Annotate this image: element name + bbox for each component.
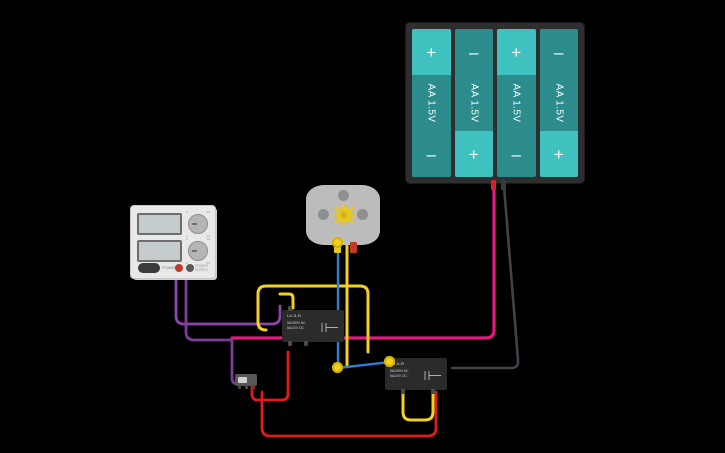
supply-jack-negative[interactable] bbox=[186, 264, 194, 272]
motor-terminal-b[interactable] bbox=[350, 242, 357, 253]
battery-cell-1-plus: + bbox=[412, 29, 451, 75]
battery-cell-2-plus: + bbox=[454, 131, 493, 177]
wire-relay-1-coil-yellow-riser[interactable] bbox=[278, 292, 295, 310]
current-display bbox=[137, 240, 182, 262]
wire-battery-positive-magenta[interactable] bbox=[230, 184, 496, 340]
current-scale-min: 0 bbox=[186, 261, 188, 265]
relay-2-spec: 5A/250V AC 5A/24V DC bbox=[390, 369, 408, 380]
wire-relay-coil-yellow[interactable] bbox=[256, 284, 370, 354]
supply-brand-line2: SUPPLY bbox=[195, 268, 209, 273]
slide-switch-lever[interactable] bbox=[238, 377, 247, 383]
relay-1-spec-line2: 5A/24V DC bbox=[287, 326, 304, 331]
battery-cell-2-minus: – bbox=[469, 42, 479, 62]
current-scale-hi: 30 bbox=[206, 261, 210, 265]
slide-switch-pin-1[interactable] bbox=[238, 385, 241, 389]
battery-cell-3-label: AA 1.5V bbox=[510, 83, 522, 123]
power-button-label: POWER bbox=[162, 265, 178, 270]
battery-cell-4[interactable]: + – AA 1.5V bbox=[539, 29, 578, 177]
dc-motor[interactable] bbox=[306, 185, 380, 253]
relay-2[interactable]: LU-5-R 5A/250V AC 5A/24V DC bbox=[385, 358, 447, 394]
battery-pack-inner: + – AA 1.5V + – AA 1.5V + – AA 1.5V + – bbox=[412, 29, 578, 177]
relay-1-part-label: LU-5-R bbox=[287, 313, 302, 318]
motor-screw-right-icon bbox=[357, 209, 368, 220]
motor-screw-left-icon bbox=[318, 209, 329, 220]
voltage-knob-scale-top: V 30 bbox=[186, 210, 210, 214]
voltage-knob-scale-bottom: 0 30 bbox=[186, 234, 210, 238]
wire-supply-negative-purple[interactable] bbox=[184, 270, 242, 386]
wire-battery-negative-gray[interactable] bbox=[450, 184, 520, 370]
relay-2-pin-2[interactable] bbox=[431, 389, 435, 394]
voltage-scale-hi: 30 bbox=[206, 234, 210, 238]
relay-1[interactable]: LU-5-R 5A/250V AC 5A/24V DC bbox=[282, 306, 344, 346]
wire-supply-positive-purple[interactable] bbox=[174, 270, 282, 326]
current-scale-label: A bbox=[186, 237, 189, 241]
node-motor-terminal[interactable] bbox=[332, 237, 343, 248]
relay-2-part-label: LU-5-R bbox=[390, 361, 405, 366]
relay-1-spec: 5A/250V AC 5A/24V DC bbox=[287, 321, 305, 332]
relay-1-pin-3[interactable] bbox=[288, 306, 292, 311]
relay-1-pin-1[interactable] bbox=[288, 341, 292, 346]
battery-terminal-positive[interactable] bbox=[491, 180, 496, 190]
motor-gear-icon bbox=[333, 204, 355, 226]
supply-brand-line1: POWER bbox=[195, 264, 208, 268]
battery-cell-4-label: AA 1.5V bbox=[553, 83, 565, 123]
voltage-knob[interactable] bbox=[188, 214, 208, 234]
relay-2-schematic-icon bbox=[424, 371, 441, 380]
slide-switch-pin-3[interactable] bbox=[252, 385, 255, 389]
battery-cell-1[interactable]: + – AA 1.5V bbox=[412, 29, 451, 177]
battery-cell-3-plus: + bbox=[497, 29, 536, 75]
supply-brand-label: POWER SUPPLY bbox=[195, 264, 208, 272]
current-knob-scale-top: A 30 bbox=[186, 237, 210, 241]
wire-relay-2-bottom-yellow[interactable] bbox=[401, 388, 435, 422]
relay-2-spec-line1: 5A/250V AC bbox=[390, 369, 409, 373]
voltage-display bbox=[137, 213, 182, 235]
battery-cell-1-label: AA 1.5V bbox=[425, 83, 437, 123]
relay-1-spec-line1: 5A/250V AC bbox=[287, 321, 306, 325]
current-scale-max: 30 bbox=[206, 237, 210, 241]
wire-node-link-blue[interactable] bbox=[336, 360, 392, 370]
battery-cell-3-minus: – bbox=[511, 144, 521, 164]
current-knob-scale-bottom: 0 30 bbox=[186, 261, 210, 265]
battery-terminal-negative[interactable] bbox=[501, 180, 506, 190]
relay-2-pin-1[interactable] bbox=[401, 389, 405, 394]
slide-switch-pin-2[interactable] bbox=[245, 385, 248, 389]
battery-cell-4-minus: – bbox=[554, 42, 564, 62]
power-supply[interactable]: V 30 0 30 A 30 0 30 POWER POWER SUPPLY bbox=[131, 206, 215, 278]
wire-switch-red[interactable] bbox=[250, 350, 290, 402]
voltage-scale-min: 0 bbox=[186, 234, 188, 238]
battery-pack[interactable]: + – AA 1.5V + – AA 1.5V + – AA 1.5V + – bbox=[405, 22, 585, 190]
battery-cell-1-minus: – bbox=[426, 144, 436, 164]
relay-1-schematic-icon bbox=[321, 323, 338, 332]
node-junction-right[interactable] bbox=[384, 356, 395, 367]
battery-cell-2-label: AA 1.5V bbox=[468, 83, 480, 123]
voltage-scale-label: V bbox=[186, 210, 189, 214]
motor-screw-top-icon bbox=[338, 190, 349, 201]
voltage-scale-max: 30 bbox=[206, 210, 210, 214]
battery-cell-3[interactable]: + – AA 1.5V bbox=[497, 29, 536, 177]
supply-jack-positive[interactable] bbox=[175, 264, 183, 272]
wire-red-bottom-loop[interactable] bbox=[260, 390, 438, 438]
current-knob[interactable] bbox=[188, 241, 208, 261]
relay-2-spec-line2: 5A/24V DC bbox=[390, 374, 407, 379]
battery-cell-2[interactable]: + – AA 1.5V bbox=[454, 29, 493, 177]
battery-cell-4-plus: + bbox=[539, 131, 578, 177]
slide-switch[interactable] bbox=[235, 374, 257, 389]
node-junction-left[interactable] bbox=[332, 362, 343, 373]
relay-1-pin-2[interactable] bbox=[304, 341, 308, 346]
power-button[interactable] bbox=[138, 263, 160, 273]
